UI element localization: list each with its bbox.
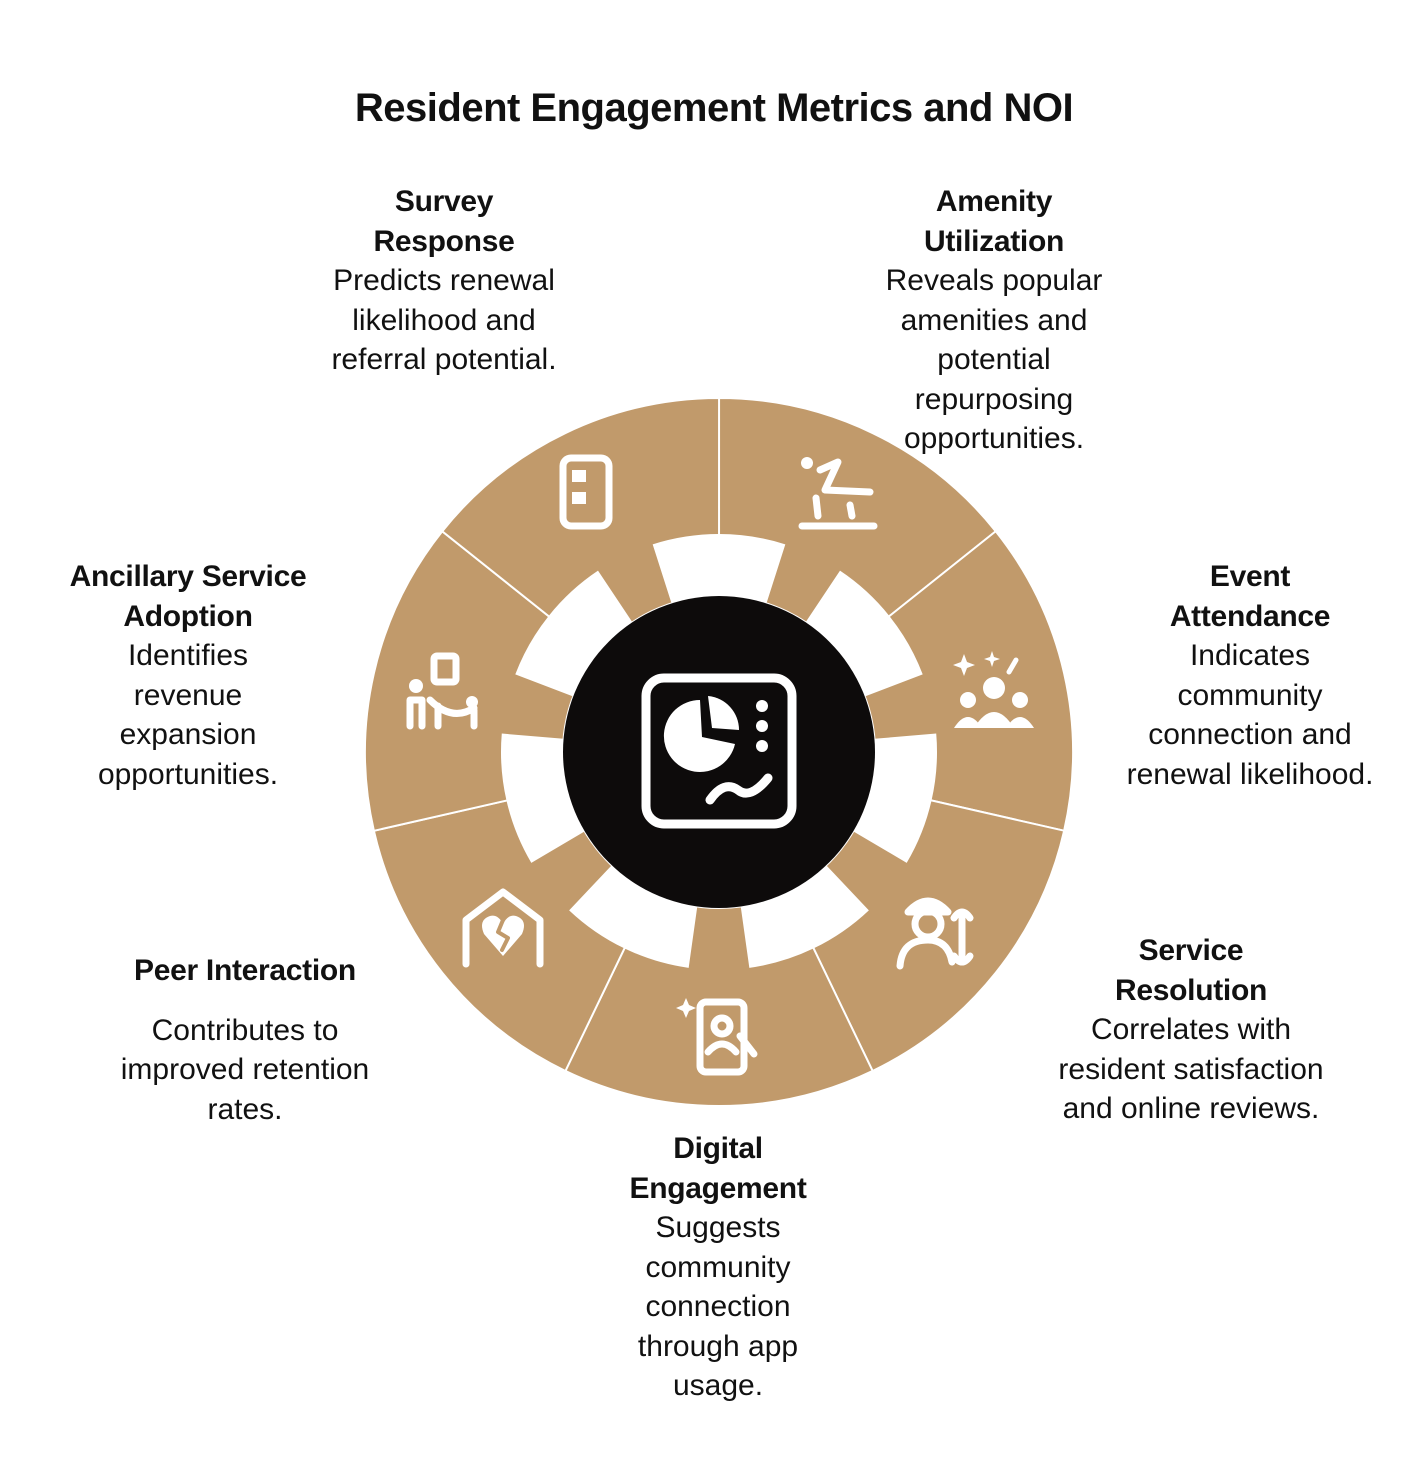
metric-title: Service Resolution — [1115, 934, 1267, 1007]
metric-title: Ancillary Service Adoption — [69, 560, 307, 633]
pool-diving-icon — [798, 457, 878, 530]
home-broken-heart-icon — [462, 888, 544, 968]
inner-ring-piece — [740, 865, 869, 968]
dashboard-analytics-icon — [641, 673, 797, 829]
metric-title: Event Attendance — [1169, 560, 1331, 633]
metric-title: Survey Response — [373, 185, 515, 258]
metric-description: Indicates community connection and renew… — [1126, 639, 1374, 791]
metric-title: Amenity Utilization — [923, 185, 1065, 258]
inner-ring-piece — [853, 733, 937, 863]
inner-ring-piece — [652, 533, 786, 604]
metric-title: Peer Interaction — [134, 954, 356, 987]
inner-ring-piece — [569, 865, 698, 968]
inner-ring — [501, 533, 937, 968]
inner-ring-piece — [515, 570, 633, 697]
inner-ring-piece — [805, 570, 923, 697]
mobile-app-icon — [676, 998, 758, 1076]
metric-description: Contributes to improved retention rates. — [120, 1013, 370, 1126]
metric-description: Predicts renewal likelihood and referral… — [331, 264, 557, 376]
metric-description: Correlates with resident satisfaction an… — [1058, 1013, 1324, 1125]
metric-title: Digital Engagement — [629, 1132, 807, 1205]
inner-ring-piece — [501, 733, 585, 863]
survey-form-icon — [559, 454, 613, 530]
diagram-title: Resident Engagement Metrics and NOI — [354, 86, 1074, 130]
metric-description: Suggests community connection through ap… — [637, 1211, 799, 1402]
metric-description: Reveals popular amenities and potential … — [885, 264, 1103, 455]
metric-description: Identifies revenue expansion opportuniti… — [97, 639, 279, 791]
concierge-service-icon — [406, 652, 478, 730]
crowd-celebration-icon — [953, 651, 1034, 728]
maintenance-worker-icon — [896, 897, 974, 970]
